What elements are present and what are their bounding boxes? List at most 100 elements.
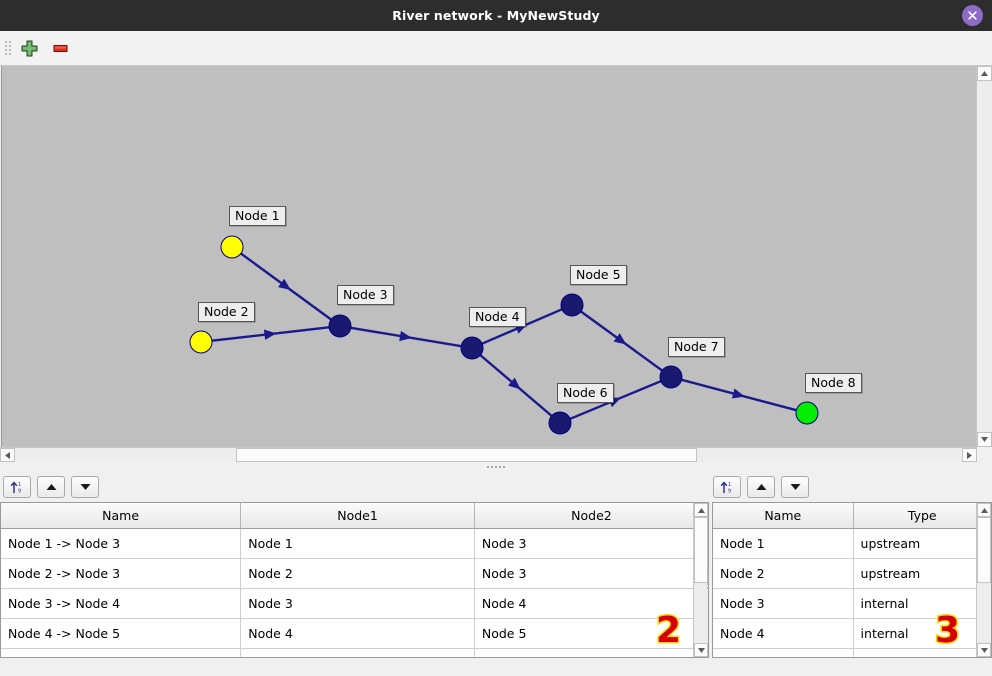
reaches-cell-r1-c1[interactable]: Node 2 (240, 558, 475, 589)
nodes-vertical-scrollbar[interactable] (976, 503, 991, 657)
splitter-grip (487, 466, 505, 468)
node-label-n8[interactable]: Node 8 (805, 373, 862, 393)
title-bar: River network - MyNewStudy (0, 0, 992, 31)
window-title: River network - MyNewStudy (392, 8, 600, 23)
nodes-cell-r0-c1[interactable]: upstream (853, 528, 991, 559)
reaches-cell-r2-c1[interactable]: Node 3 (240, 588, 475, 619)
network-node-n3[interactable] (328, 314, 352, 338)
reaches-vertical-scrollbar[interactable] (693, 503, 708, 657)
reaches-cell-r3-c2[interactable]: Node 5 (474, 618, 708, 649)
remove-minus-icon[interactable] (46, 34, 74, 62)
reaches-cell-partial-c0[interactable] (1, 648, 242, 657)
node-label-n3[interactable]: Node 3 (337, 285, 394, 305)
toolbar-drag-handle[interactable] (3, 37, 12, 59)
reaches-cell-r1-c0[interactable]: Node 2 -> Node 3 (1, 558, 242, 589)
network-node-n7[interactable] (659, 365, 683, 389)
network-node-n1[interactable] (220, 235, 244, 259)
nodes-column-header-0[interactable]: Name (713, 503, 854, 529)
node-label-n1[interactable]: Node 1 (229, 206, 286, 226)
reaches-scroll-thumb[interactable] (694, 517, 708, 583)
network-graph (189, 235, 819, 435)
node-label-n6[interactable]: Node 6 (557, 383, 614, 403)
reaches-cell-r3-c0[interactable]: Node 4 -> Node 5 (1, 618, 242, 649)
nodes-sort-ascending-icon[interactable]: 1 9 (713, 476, 741, 498)
reaches-cell-r1-c2[interactable]: Node 3 (474, 558, 708, 589)
network-node-n5[interactable] (560, 293, 584, 317)
reaches-column-header-1[interactable]: Node1 (240, 503, 475, 529)
nodes-move-down-icon[interactable] (781, 476, 809, 498)
reaches-cell-r2-c2[interactable]: Node 4 (474, 588, 708, 619)
nodes-column-header-1[interactable]: Type (853, 503, 991, 529)
horizontal-scroll-thumb[interactable] (236, 448, 697, 462)
nodes-cell-r1-c0[interactable]: Node 2 (713, 558, 854, 589)
reaches-cell-partial-c2[interactable] (474, 648, 708, 657)
scroll-right-icon[interactable] (962, 448, 977, 462)
reaches-cell-r0-c0[interactable]: Node 1 -> Node 3 (1, 528, 242, 559)
nodes-cell-r3-c0[interactable]: Node 4 (713, 618, 854, 649)
pane-divider-grip (706, 571, 709, 589)
river-network-canvas[interactable]: Node 1 Node 2 Node 3 Node 4 Node 5 Node 6 Node… (1, 66, 976, 447)
diagram-panel: Node 1 Node 2 Node 3 Node 4 Node 5 Node 6 Node… (0, 66, 992, 462)
tables-pane-divider[interactable] (703, 502, 712, 658)
nodes-scroll-down-icon[interactable] (977, 643, 991, 657)
nodes-cell-r0-c0[interactable]: Node 1 (713, 528, 854, 559)
reaches-move-down-icon[interactable] (71, 476, 99, 498)
close-icon[interactable] (962, 5, 983, 26)
edge-direction-arrow-icon (731, 388, 745, 399)
reaches-cell-r0-c2[interactable]: Node 3 (474, 528, 708, 559)
canvas-vertical-scrollbar[interactable] (976, 66, 992, 447)
edge-direction-arrow-icon (613, 333, 627, 345)
reaches-sort-ascending-icon[interactable]: 1 9 (3, 476, 31, 498)
reaches-cell-r3-c1[interactable]: Node 4 (240, 618, 475, 649)
reaches-column-header-0[interactable]: Name (1, 503, 242, 529)
scroll-up-icon[interactable] (977, 66, 992, 81)
network-node-n4[interactable] (460, 336, 484, 360)
nodes-toolbar: 1 9 (713, 472, 983, 502)
node-label-n5[interactable]: Node 5 (570, 265, 627, 285)
scroll-down-icon[interactable] (977, 432, 992, 447)
nodes-scroll-thumb[interactable] (977, 517, 991, 583)
nodes-cell-r2-c0[interactable]: Node 3 (713, 588, 854, 619)
scroll-left-icon[interactable] (0, 448, 15, 462)
network-node-n2[interactable] (189, 330, 213, 354)
nodes-cell-partial-c0[interactable] (713, 648, 854, 657)
nodes-cell-partial-c1[interactable] (853, 648, 991, 657)
reaches-cell-r2-c0[interactable]: Node 3 -> Node 4 (1, 588, 242, 619)
canvas-horizontal-scrollbar[interactable] (0, 447, 977, 462)
reaches-column-header-2[interactable]: Node2 (474, 503, 708, 529)
network-node-n6[interactable] (548, 411, 572, 435)
panel-splitter[interactable] (0, 462, 992, 472)
node-label-n2[interactable]: Node 2 (198, 302, 255, 322)
nodes-move-up-icon[interactable] (747, 476, 775, 498)
nodes-cell-r3-c1[interactable]: internal (853, 618, 991, 649)
edge-direction-arrow-icon (508, 377, 521, 390)
nodes-table-row-partial[interactable] (713, 648, 991, 657)
reaches-move-up-icon[interactable] (37, 476, 65, 498)
nodes-cell-r1-c1[interactable]: upstream (853, 558, 991, 589)
reaches-scroll-down-icon[interactable] (694, 643, 708, 657)
node-label-n7[interactable]: Node 7 (668, 337, 725, 357)
network-node-n8[interactable] (795, 401, 819, 425)
node-label-n4[interactable]: Node 4 (469, 307, 526, 327)
reaches-cell-partial-c1[interactable] (240, 648, 475, 657)
edge-direction-arrow-icon (263, 329, 277, 340)
reaches-cell-r0-c1[interactable]: Node 1 (240, 528, 475, 559)
add-plus-icon[interactable] (15, 34, 43, 62)
reaches-scroll-up-icon[interactable] (694, 503, 708, 517)
nodes-scroll-up-icon[interactable] (977, 503, 991, 517)
nodes-cell-r2-c1[interactable]: internal (853, 588, 991, 619)
reaches-table-row-partial[interactable] (1, 648, 708, 657)
